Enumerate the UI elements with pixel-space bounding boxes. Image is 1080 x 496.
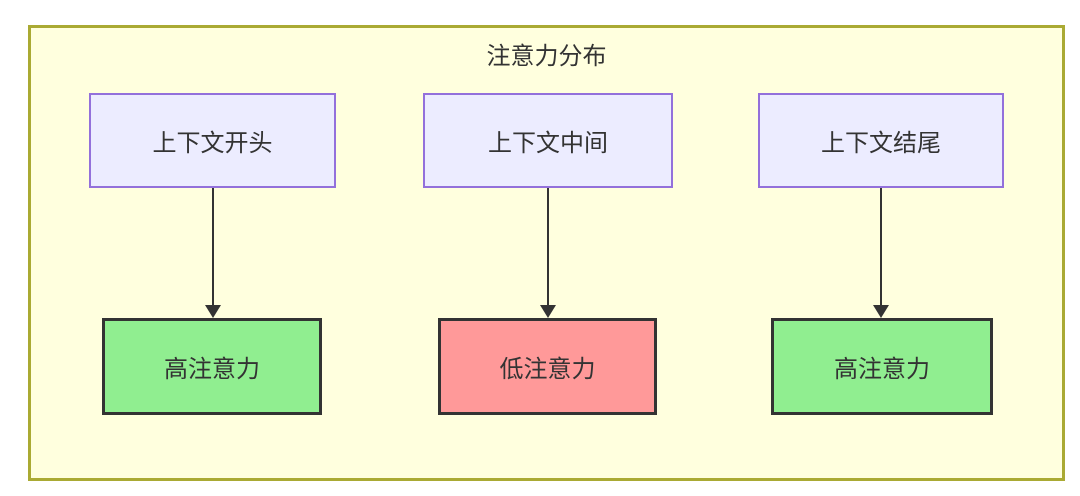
arrow-line xyxy=(880,188,882,305)
node-context-end: 上下文结尾 xyxy=(758,93,1004,188)
node-context-beginning: 上下文开头 xyxy=(89,93,336,188)
arrow-line xyxy=(212,188,214,305)
node-context-middle: 上下文中间 xyxy=(423,93,673,188)
node-high-attention-left: 高注意力 xyxy=(102,318,322,415)
node-low-attention-middle: 低注意力 xyxy=(438,318,657,415)
arrow-line xyxy=(547,188,549,305)
arrow-head-icon xyxy=(540,305,556,318)
diagram-title: 注意力分布 xyxy=(486,43,607,70)
arrow-head-icon xyxy=(205,305,221,318)
node-high-attention-right: 高注意力 xyxy=(771,318,993,415)
arrow-head-icon xyxy=(873,305,889,318)
